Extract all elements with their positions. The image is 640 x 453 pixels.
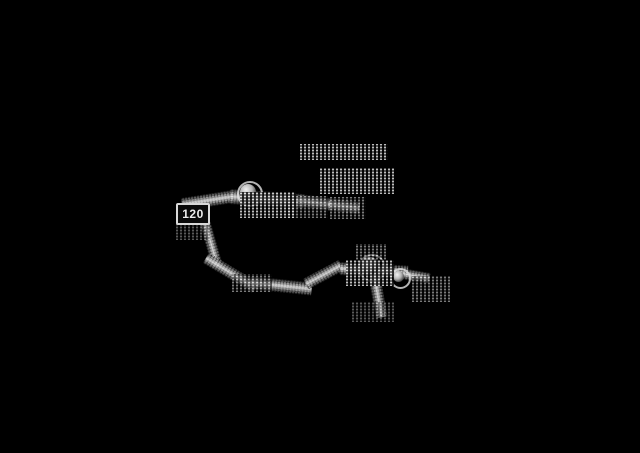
label-left-cluster [240,192,296,218]
label-upper-right [320,168,394,194]
label-bottom [352,302,394,322]
label-upper-left [300,144,388,160]
label-mid-cluster [288,196,328,218]
label-upper-lower [330,197,366,219]
label-far-left [176,224,210,240]
route-segment-southeast [303,259,345,290]
label-mid-left [232,274,272,292]
label-right-edge [412,276,450,302]
label-right-upper [356,244,386,262]
route-shield-label: 120 [182,207,204,221]
label-right-mid [346,260,394,286]
route-shield-120[interactable]: 120 [176,203,210,225]
